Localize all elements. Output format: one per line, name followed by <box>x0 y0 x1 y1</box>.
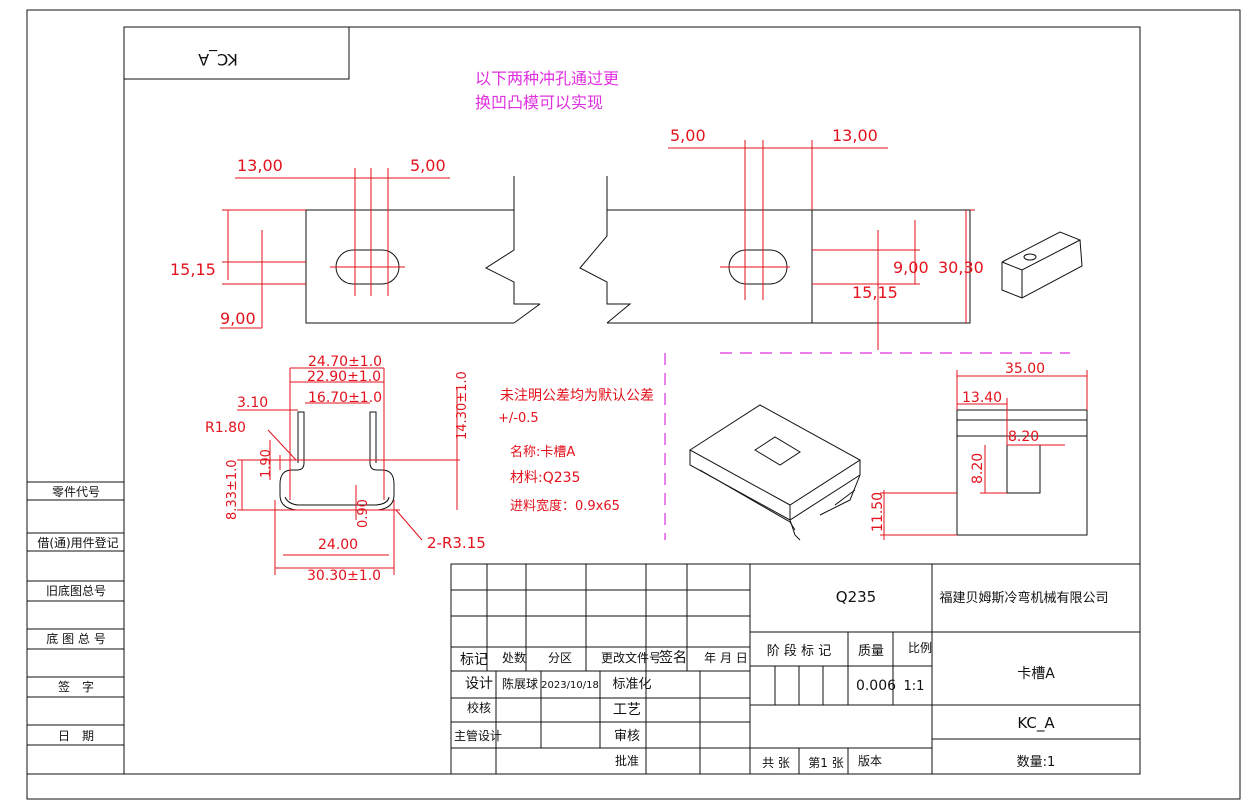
tb-part-code: KC_A <box>1017 714 1055 733</box>
note-tolerance-value: +/-0.5 <box>498 411 539 426</box>
dim-right-3030: 30,30 <box>938 258 984 277</box>
punch-note-line2: 换凹凸模可以实现 <box>475 93 603 112</box>
dim-left-9: 9,00 <box>220 309 256 328</box>
tb-approve-label: 批准 <box>615 753 639 768</box>
dim-2400: 24.00 <box>318 537 358 553</box>
tb-version: 版本 <box>858 754 882 768</box>
left-borrow: 借(通)用件登记 <box>37 535 118 550</box>
punch-note-line1: 以下两种冲孔通过更 <box>475 69 619 88</box>
dim-right-1515: 15,15 <box>852 283 898 302</box>
dim-right-9: 9,00 <box>893 258 929 277</box>
tb-scale: 1:1 <box>904 679 925 694</box>
dim-1150: 11.50 <box>870 492 886 532</box>
tb-h-scale: 比例 <box>908 641 932 655</box>
dim-2470: 24.70±1.0 <box>308 354 382 370</box>
left-base-total: 底 图 总 号 <box>46 631 105 646</box>
tb-sheets-total: 共 张 <box>762 756 790 770</box>
left-register-column <box>27 481 124 775</box>
dim-820-v: 8.20 <box>970 453 986 484</box>
tb-sheet-no: 第1 张 <box>808 756 843 770</box>
tb-std-label: 标准化 <box>612 677 651 692</box>
dim-190: 1.90 <box>259 449 274 478</box>
tb-material: Q235 <box>836 588 876 606</box>
tb-check-label: 校核 <box>467 700 491 715</box>
dim-r180: R1.80 <box>205 420 246 436</box>
iso-small-part <box>1001 231 1083 299</box>
left-sign: 签 字 <box>58 679 94 694</box>
dim-left-13: 13,00 <box>237 156 283 175</box>
dim-090: 0.90 <box>356 499 371 528</box>
note-tolerance: 未注明公差均为默认公差 <box>500 388 654 404</box>
tb-mass: 0.006 <box>856 678 896 694</box>
tb-review-label: 审核 <box>614 729 640 744</box>
dim-right-5: 5,00 <box>670 126 706 145</box>
drawing-code: KC_A <box>198 49 238 69</box>
tb-h-zone: 分区 <box>548 651 572 665</box>
iso-large-part <box>689 404 861 541</box>
dim-2290: 22.90±1.0 <box>307 369 381 385</box>
detail-dimlines <box>880 370 1088 540</box>
tb-h-sign: 签名 <box>659 649 687 666</box>
title-block-grid <box>450 563 1141 775</box>
tb-h-mass: 质量 <box>858 644 884 659</box>
tb-designer: 陈展球 <box>502 676 538 691</box>
dim-1670: 16.70±1.0 <box>308 390 382 406</box>
plan-view-dimlines <box>220 140 975 350</box>
tb-design-date: 2023/10/18 <box>541 680 599 691</box>
tb-h-date: 年 月 日 <box>704 651 748 665</box>
dim-left-5: 5,00 <box>410 156 446 175</box>
left-part-code: 零件代号 <box>52 485 100 499</box>
dim-3030: 30.30±1.0 <box>307 568 381 584</box>
dim-r315: 2-R3.15 <box>427 534 486 552</box>
note-name: 名称:卡槽A <box>510 444 575 460</box>
tb-part-name: 卡槽A <box>1017 666 1055 682</box>
tb-h-count: 处数 <box>502 650 526 665</box>
dim-left-1515: 15,15 <box>170 260 216 279</box>
dim-right-13: 13,00 <box>832 126 878 145</box>
note-material: 材料:Q235 <box>510 470 580 486</box>
dim-1340: 13.40 <box>962 390 1002 406</box>
left-date: 日 期 <box>58 729 94 743</box>
note-feed: 进料宽度：0.9x65 <box>510 498 620 514</box>
tb-design-label: 设计 <box>465 676 493 692</box>
tb-h-docno: 更改文件号 <box>601 650 661 665</box>
section-dimlines <box>237 367 460 575</box>
tb-chief-label: 主管设计 <box>454 728 502 743</box>
dim-3500: 35.00 <box>1005 361 1045 377</box>
tb-h-stage: 阶 段 标 记 <box>767 644 831 659</box>
dim-1430: 14.30±1.0 <box>455 371 470 440</box>
tb-company: 福建贝姆斯冷弯机械有限公司 <box>939 590 1108 606</box>
tb-h-mark: 标记 <box>460 652 488 668</box>
plan-view-outline <box>305 176 971 324</box>
section-profile <box>279 411 395 511</box>
dim-820-h: 8.20 <box>1008 429 1039 445</box>
dim-310: 3.10 <box>237 395 268 411</box>
left-old-total: 旧底图总号 <box>46 583 106 598</box>
dim-833: 8.33±1.0 <box>225 459 240 520</box>
tb-process-label: 工艺 <box>613 702 641 718</box>
tb-quantity: 数量:1 <box>1017 755 1056 770</box>
drawing-code-box: KC_A <box>124 26 350 80</box>
